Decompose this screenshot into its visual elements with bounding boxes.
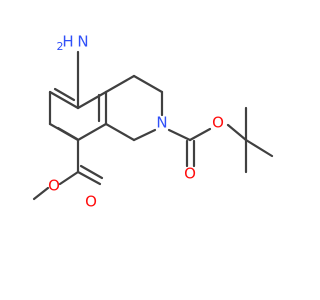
boc-oxygen-label: O: [212, 114, 224, 132]
amine-nitrogen-label: N: [77, 33, 88, 51]
bond-quaternary-methyl-right: [244, 138, 274, 158]
bond-c4a-c4: [104, 74, 136, 94]
bond-ester-c-o: [58, 170, 80, 186]
bond-boc-c-o: [188, 127, 212, 142]
bond-boc-o-quaternary: [226, 123, 248, 142]
boc-carbonyl-oxygen-label: O: [184, 165, 196, 183]
bond-n2-boc-carbon: [167, 128, 192, 142]
bond-c8-c8a: [76, 122, 108, 142]
atom-label-layer: N H 2 N O O O O: [48, 33, 224, 211]
amine-hydrogen-label: H: [62, 33, 73, 51]
structure-canvas: N H 2 N O O O O: [32, 32, 274, 211]
bond-c1-c8a: [104, 122, 136, 142]
bond-ester-c-double-o: [76, 170, 102, 186]
amine-hydrogen-count: 2: [57, 40, 64, 53]
ring-nitrogen-label: N: [156, 114, 167, 132]
molecule-diagram: N H 2 N O O O O: [32, 33, 274, 211]
ester-oxygen-label: O: [48, 177, 60, 195]
bond-ester-c-double-o-2: [79, 164, 104, 180]
bond-c5-c6: [48, 90, 80, 110]
ester-carbonyl-oxygen-label: O: [85, 193, 97, 211]
bond-layer: [32, 50, 274, 201]
bond-ester-o-methyl: [32, 186, 50, 201]
bond-c4a-c5: [76, 90, 108, 110]
bond-c5-c6-double: [53, 87, 76, 102]
bond-c7-c8-double: [56, 126, 79, 141]
bond-c4-c3: [132, 74, 164, 94]
bond-n2-c1: [132, 128, 157, 142]
